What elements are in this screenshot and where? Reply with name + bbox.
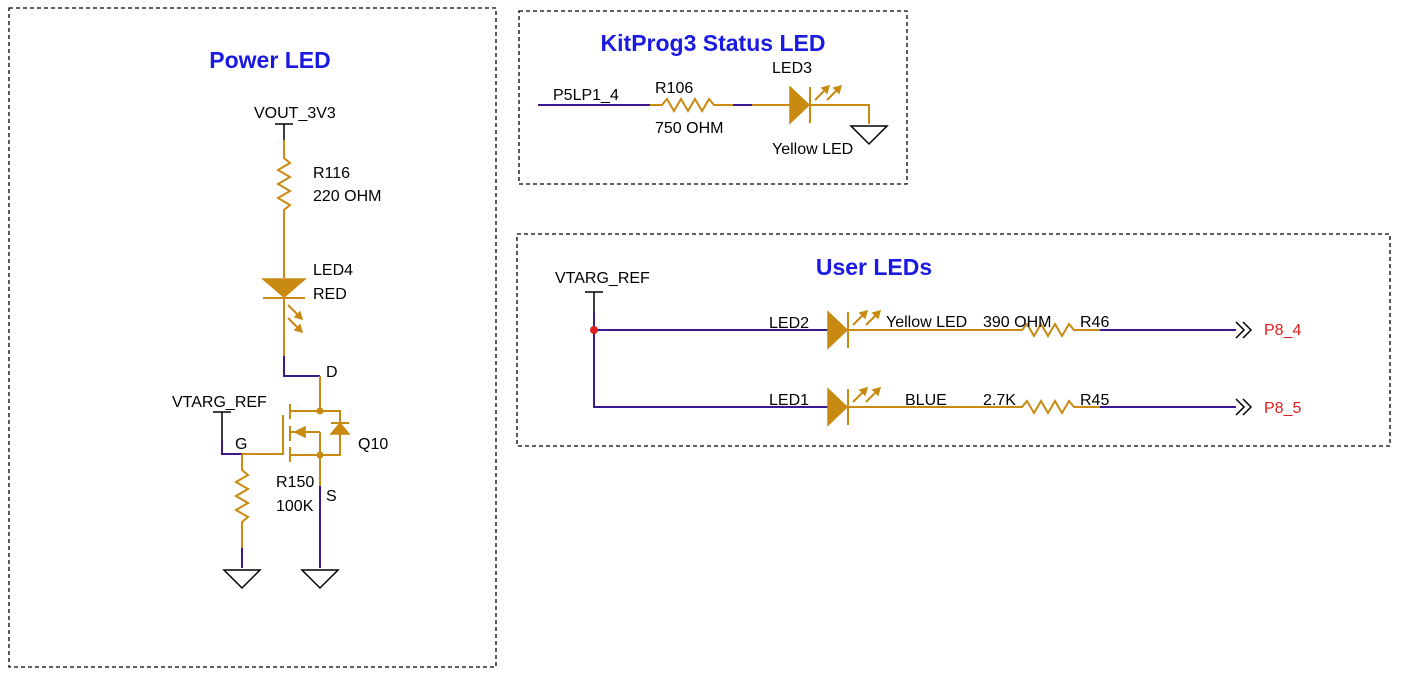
led1-color: BLUE — [905, 392, 947, 409]
led4-arrowhead-2 — [293, 323, 304, 334]
r45-ref: R45 — [1080, 392, 1109, 409]
user-led-channel-1 — [827, 309, 1253, 350]
led3-symbol — [789, 85, 811, 125]
q10-ref: Q10 — [358, 436, 388, 453]
led1-ref: LED1 — [769, 392, 809, 409]
kitprog-title: KitProg3 Status LED — [601, 30, 826, 56]
r150-ref: R150 — [276, 474, 314, 491]
drain-label: D — [326, 364, 338, 381]
r46-value: 390 OHM — [983, 314, 1051, 331]
led4-color: RED — [313, 286, 347, 303]
r116-ref: R116 — [313, 165, 350, 182]
led4-arrowhead-1 — [293, 310, 304, 321]
resistor-r150 — [234, 454, 250, 548]
led4-symbol — [260, 278, 308, 298]
user-net-label: VTARG_REF — [555, 270, 650, 287]
kitprog-net-label: P5LP1_4 — [553, 87, 619, 104]
led3-color: Yellow LED — [772, 141, 853, 158]
gate-net-wire — [221, 440, 242, 455]
r46-ref: R46 — [1080, 314, 1109, 331]
led4-ref: LED4 — [313, 262, 353, 279]
ground-symbol-source — [300, 569, 340, 590]
port-p8-4: P8_4 — [1264, 322, 1301, 339]
port-p8-5: P8_5 — [1264, 400, 1301, 417]
r150-value: 100K — [276, 498, 314, 515]
power-supply-label: VOUT_3V3 — [254, 105, 336, 122]
ground-symbol-led3 — [849, 125, 889, 146]
r45-value: 2.7K — [983, 392, 1016, 409]
gate-net-label: VTARG_REF — [172, 394, 267, 411]
user-leds-frame — [516, 233, 1391, 447]
r106-ref: R106 — [655, 80, 693, 97]
led3-arrowhead-2 — [832, 84, 843, 95]
resistor-r116 — [276, 140, 292, 278]
junction-dot — [590, 326, 598, 334]
gate-label: G — [235, 436, 247, 453]
led3-ground-lead — [810, 104, 870, 124]
r116-value: 220 OHM — [313, 188, 381, 205]
led1-net-wire — [593, 312, 828, 408]
power-led-title: Power LED — [209, 47, 330, 73]
source-label: S — [326, 488, 337, 505]
led3-arrowhead-1 — [820, 84, 831, 95]
drain-net-wire — [283, 356, 320, 377]
mosfet-q10 — [282, 404, 351, 462]
user-leds-title: User LEDs — [816, 254, 932, 280]
led2-ref: LED2 — [769, 315, 809, 332]
resistor-r106 — [650, 97, 733, 113]
ground-symbol-r150 — [222, 569, 262, 590]
user-led-channel-2 — [827, 386, 1253, 427]
r106-value: 750 OHM — [655, 120, 723, 137]
led2-color: Yellow LED — [886, 314, 967, 331]
power-led-frame — [8, 7, 497, 668]
led3-ref: LED3 — [772, 60, 812, 77]
